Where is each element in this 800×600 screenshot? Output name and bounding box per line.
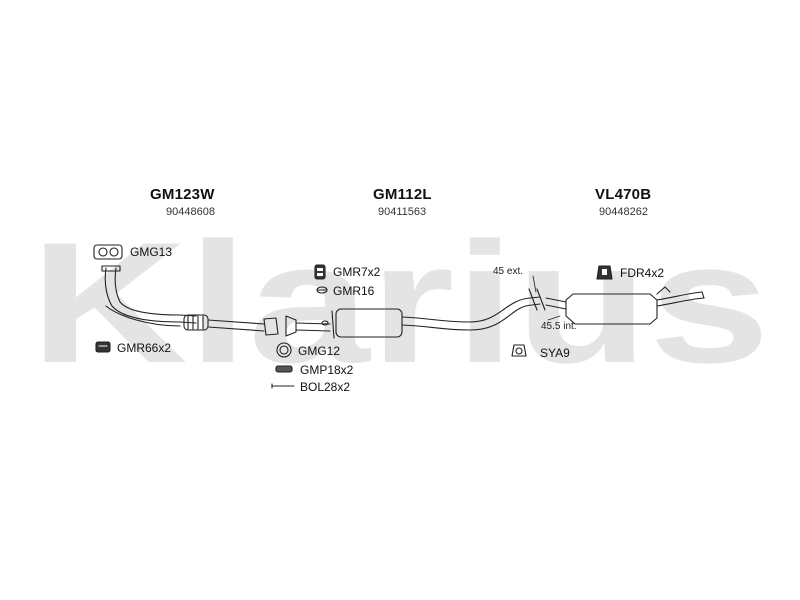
assembly-oem-front: 90448608 xyxy=(166,206,215,218)
part-label-gmp18x2: GMP18x2 xyxy=(300,363,354,377)
leader-int xyxy=(547,315,561,321)
ring-gasket-icon xyxy=(276,342,292,358)
flange-joint xyxy=(263,315,331,337)
leader-ext xyxy=(532,275,537,293)
rubber-mount-icon xyxy=(314,264,326,280)
assembly-code-front: GM123W xyxy=(150,186,215,203)
assembly-oem-rear: 90448262 xyxy=(599,206,648,218)
mounting-rubber-icon xyxy=(95,341,111,353)
part-label-fdr4x2: FDR4x2 xyxy=(620,266,665,280)
assembly-oem-centre: 90411563 xyxy=(378,206,427,218)
bolt-icon xyxy=(271,383,295,389)
rear-silencer xyxy=(528,286,705,325)
note-ext: 45 ext. xyxy=(493,266,524,277)
clamp-icon xyxy=(316,286,328,294)
rear-mount-icon xyxy=(596,265,613,280)
part-label-bol28x2: BOL28x2 xyxy=(300,380,351,394)
hanger-icon xyxy=(511,344,527,357)
part-label-gmr16: GMR16 xyxy=(333,284,375,298)
centre-silencer xyxy=(331,296,541,339)
part-label-sya9: SYA9 xyxy=(540,346,570,360)
part-label-gmg13: GMG13 xyxy=(130,245,173,259)
note-int: 45.5 int. xyxy=(541,321,577,332)
svg-text:Klarius: Klarius xyxy=(30,207,770,399)
part-label-gmg12: GMG12 xyxy=(298,344,341,358)
assembly-code-centre: GM112L xyxy=(373,186,432,203)
gasket-icon xyxy=(93,244,123,260)
assembly-code-rear: VL470B xyxy=(595,186,652,203)
spring-icon xyxy=(275,365,293,373)
part-label-gmr7x2: GMR7x2 xyxy=(333,265,381,279)
part-label-gmr66x2: GMR66x2 xyxy=(117,341,172,355)
front-pipe xyxy=(101,265,265,332)
